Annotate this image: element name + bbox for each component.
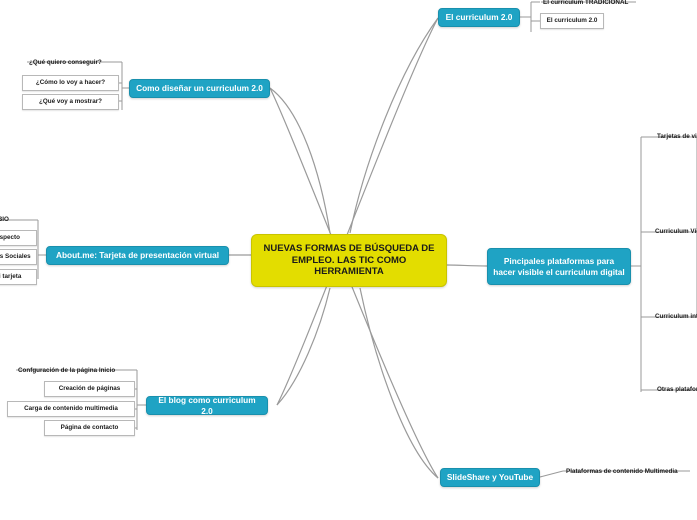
leaf-que-voy-a-mostrar[interactable]: ¿Qué voy a mostrar? (22, 94, 119, 110)
branch-principales-plataformas[interactable]: Pincipales plataformas para hacer visibl… (487, 248, 631, 285)
leaf-el-curriculum-2-0[interactable]: El curriculum 2.0 (540, 13, 604, 29)
leaf-pagina-de-contacto[interactable]: Página de contacto (44, 420, 135, 436)
leaf-configuracion-pagina-inicio[interactable]: Confguración de la página Inicio (18, 366, 116, 374)
leaf-mi-tarjeta[interactable]: Mi tarjeta (0, 269, 37, 285)
leaf-carga-contenido-multimedia[interactable]: Carga de contenido multimedia (7, 401, 135, 417)
leaf-mi-bio[interactable]: Mi BIO (0, 215, 9, 223)
leaf-otras-plataformas[interactable]: Otras plataformas (657, 385, 697, 393)
branch-about-me[interactable]: About.me: Tarjeta de presentación virtua… (46, 246, 229, 265)
leaf-curriculum-interactivo[interactable]: Curriculum interactivo (655, 312, 697, 320)
branch-slideshare-youtube[interactable]: SlideShare y YouTube (440, 468, 540, 487)
leaf-creacion-de-paginas[interactable]: Creación de páginas (44, 381, 135, 397)
branch-como-disenar-curriculum[interactable]: Como diseñar un curriculum 2.0 (129, 79, 270, 98)
leaf-redes-sociales[interactable]: Redes Sociales (0, 249, 37, 265)
leaf-plataformas-contenido-multimedia[interactable]: Plataformas de contenido Multimedia (566, 467, 678, 475)
leaf-aspecto[interactable]: Aspecto (0, 230, 37, 246)
branch-el-curriculum-2-0[interactable]: El curriculum 2.0 (438, 8, 520, 27)
leaf-que-quiero-conseguir[interactable]: ¿Qué quiero conseguir? (29, 58, 102, 66)
central-node[interactable]: NUEVAS FORMAS DE BÚSQUEDA DE EMPLEO. LAS… (251, 234, 447, 287)
branch-el-blog-como-curriculum[interactable]: El blog como curriculum 2.0 (146, 395, 268, 416)
leaf-como-lo-voy-a-hacer[interactable]: ¿Cómo lo voy a hacer? (22, 75, 119, 91)
leaf-tarjetas-visita-virtual[interactable]: Tarjetas de visita virtual (657, 132, 697, 140)
leaf-curriculum-video[interactable]: Curriculum Vídeo (655, 227, 697, 235)
leaf-el-curriculum-tradicional[interactable]: El curriculum TRADICIONAL (543, 0, 629, 6)
